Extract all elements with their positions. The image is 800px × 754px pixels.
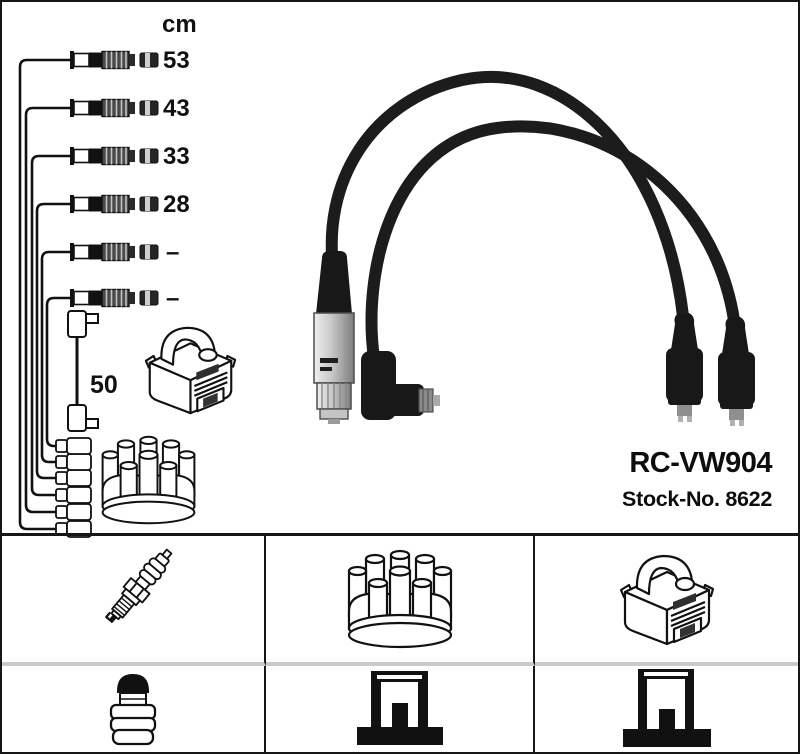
spark-plug-icon [105,548,173,624]
distributor-cap-icon [347,549,452,649]
straight-boot-icon [718,317,755,426]
grid-cell-terminal-nut [2,666,266,752]
cable-set-photo [313,70,755,426]
right-angle-boot-icon [361,351,440,420]
straight-boot-icon [666,313,703,422]
distributor-cap-icon [101,435,196,525]
lead-length-label: – [166,239,179,266]
part-number-block: RC-VW904 Stock-No. 8622 [622,449,772,511]
length-diagram: cm 53 43 33 28 – – 50 [18,11,237,538]
ignition-cable [365,120,740,364]
lead-connectors [69,50,159,308]
grid-cell-coil-socket [535,666,798,752]
lead-length-label: 33 [163,143,190,170]
lead-wires [18,58,72,531]
lead-length-label: 28 [163,191,190,218]
grid-cell-distributor-cap [266,536,535,666]
distributor-socket-section-icon [356,671,443,745]
grid-cell-ignition-coil [535,536,798,666]
parts-grid [2,533,798,752]
stock-number: Stock-No. 8622 [622,487,772,511]
lead-length-label: – [166,285,179,312]
part-number: RC-VW904 [629,447,772,479]
lead-length-label: 43 [163,95,190,122]
cap-terminals [55,437,92,538]
grid-cell-distributor-socket [266,666,535,752]
terminal-nut-icon [109,674,157,746]
coil-lead [67,310,99,432]
metal-plug-connector-icon [313,251,355,424]
ignition-cable [325,70,689,322]
ignition-coil-icon [619,554,714,646]
coil-socket-section-icon [622,669,711,747]
ignition-coil-icon [144,326,237,415]
grid-cell-spark-plug [2,536,266,666]
lead-length-label: 53 [163,47,190,74]
coil-lead-length-label: 50 [90,371,118,399]
unit-header: cm [162,11,197,38]
